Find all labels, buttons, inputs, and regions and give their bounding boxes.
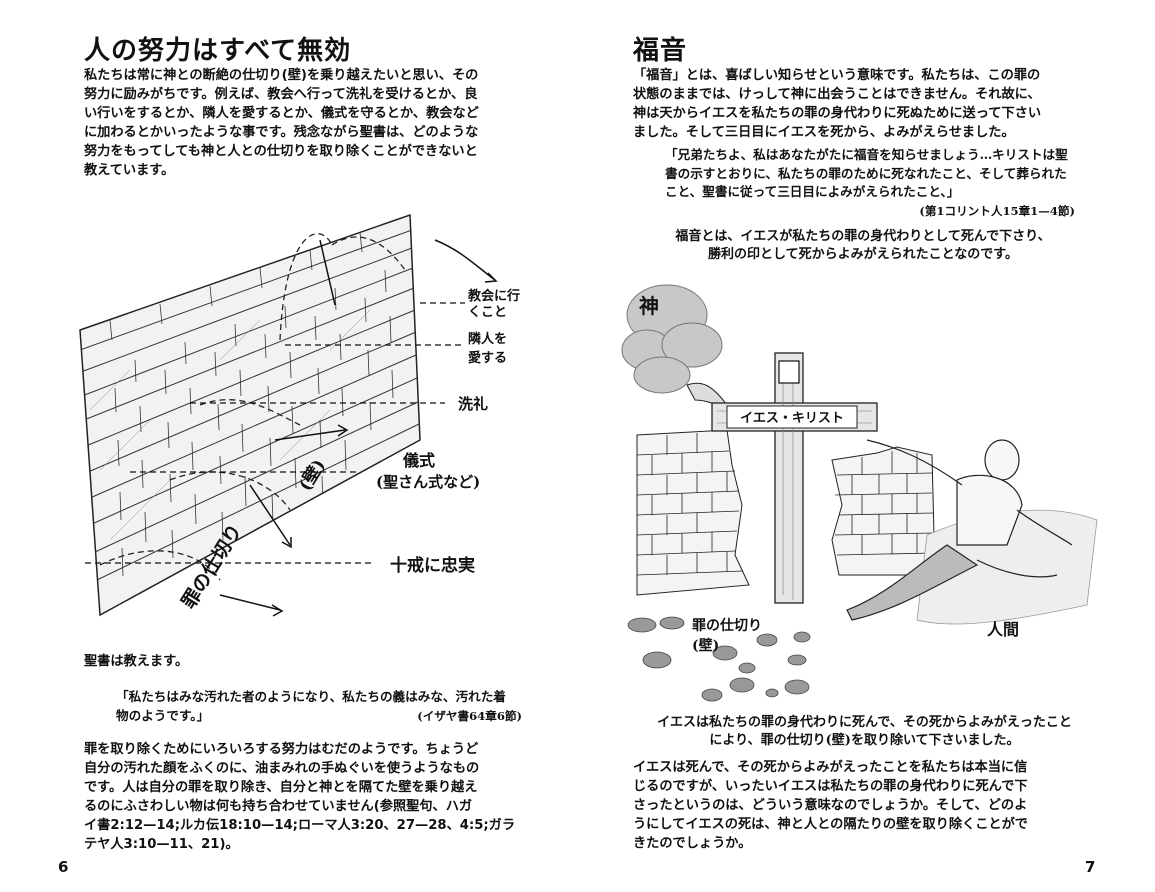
text-line: 教えています。 <box>84 163 175 178</box>
text-line: イ書2:12—14;ルカ伝18:10—14;ローマ人3:20、27—28、4:5… <box>84 818 516 833</box>
gospel-summary: 福音とは、イエスが私たちの罪の身代わりとして死んで下さり、 勝利の印として死から… <box>633 228 1093 264</box>
right-intro-paragraph: 「福音」とは、喜ばしい知らせという意味です。私たちは、この罪の 状態のままでは、… <box>633 66 1041 142</box>
label-church-line2: くこと <box>468 305 507 320</box>
text-line: により、罪の仕切り(壁)を取り除いて下さいました。 <box>709 733 1020 748</box>
text-line: きたのでしょうか。 <box>633 836 752 851</box>
cloud <box>621 284 723 394</box>
rubble-stones <box>627 616 811 702</box>
text-line: じるのですが、いったいイエスは私たちの罪の身代わりに死んで下 <box>633 779 1028 794</box>
left-page: 人の努力はすべて無効 私たちは常に神との断絶の仕切り(壁)を乗り越えたいと思い、… <box>0 0 577 892</box>
text-line: イエスは私たちの罪の身代わりに死んで、その死からよみがえったこと <box>657 715 1072 730</box>
text-line: 神は天からイエスを私たちの罪の身代わりに死ぬために送って下さい <box>633 106 1042 121</box>
label-leaders <box>85 302 465 564</box>
arrows <box>219 239 498 617</box>
text-line: です。人は自分の罪を取り除き、自分と神とを隔てた壁を乗り越え <box>84 780 478 795</box>
quote-last-row: 物のようです。」 (イザヤ書64章6節) <box>116 707 522 726</box>
effort-arcs <box>99 233 406 581</box>
text-line: 状態のままでは、けっして神に出会うことはできません。それ故に、 <box>633 87 1041 102</box>
text-line: 努力に励みがちです。例えば、教会へ行って洗礼を受けるとか、良 <box>84 87 478 102</box>
text-line: うにしてイエスの死は、神と人との隔たりの壁を取り除くことがで <box>633 817 1028 832</box>
text-line: に加わるとかいったような事です。残念ながら聖書は、どのような <box>84 125 479 140</box>
label-baptism: 洗礼 <box>458 395 488 413</box>
wall-label-sin-partition: 罪の仕切り <box>692 617 762 634</box>
page-number-right: 7 <box>1085 858 1096 876</box>
left-broken-wall <box>636 429 750 596</box>
illustration-caption: イエスは私たちの罪の身代わりに死んで、その死からよみがえったこと により、罪の仕… <box>622 714 1107 750</box>
text-line: 努力をもってしても神と人との仕切りを取り除くことができないと <box>84 144 478 159</box>
text-line: テヤ人3:10—11、21)。 <box>84 837 239 852</box>
text-line: 「福音」とは、喜ばしい知らせという意味です。私たちは、この罪の <box>633 68 1041 83</box>
text-line: 福音とは、イエスが私たちの罪の身代わりとして死んで下さり、 <box>675 229 1051 244</box>
wall-label-wall: (壁) <box>692 637 719 654</box>
text-line: ました。そして三日目にイエスを死から、よみがえらせました。 <box>633 125 1015 140</box>
label-commandments: 十戒に忠実 <box>390 555 475 576</box>
label-love-line2: 愛する <box>468 350 507 366</box>
label-ritual-line1: 儀式 <box>402 451 435 470</box>
text-line: さったというのは、どういう意味なのでしょうか。そして、どのよ <box>633 798 1028 813</box>
text-line: 罪を取り除くためにいろいろする努力はむだのようです。ちょうど <box>84 742 479 757</box>
man-figure <box>846 439 1073 621</box>
label-love-line1: 隣人を <box>468 331 507 347</box>
wall-shape <box>79 213 421 617</box>
cross-title-board <box>778 360 800 384</box>
god-label: 神 <box>639 294 659 318</box>
right-page-title: 福音 <box>633 36 688 66</box>
cross-sign-label: イエス・キリスト <box>740 411 844 426</box>
text-line: るのにふさわしい物は何も持ち合わせていません(参照聖句、ハガ <box>84 799 473 814</box>
quote-line: 物のようです。」 <box>116 707 210 723</box>
wall-illustration: 教会に行 くこと 隣人を 愛する 洗礼 儀式 (聖さん式など) 十戒に忠実 罪の… <box>79 213 520 617</box>
quote-line: 書の示すとおりに、私たちの罪のために死なれたこと、そして葬られた <box>665 165 1067 181</box>
brick-lines <box>80 229 420 581</box>
left-intro-paragraph: 私たちは常に神との断絶の仕切り(壁)を乗り越えたいと思い、その 努力に励みがちで… <box>84 66 479 180</box>
right-broken-wall <box>831 446 936 576</box>
cross-sign-plate <box>726 405 858 429</box>
corinthians-quote: 「兄弟たちよ、私はあなたがたに福音を知らせましょう…キリストは聖 書の示すとおり… <box>665 146 1075 220</box>
label-ritual-line2: (聖さん式など) <box>376 473 480 491</box>
quote-reference: (第1コリント人15章1—4節) <box>919 203 1075 218</box>
text-line: イエスは死んで、その死からよみがえったことを私たちは本当に信 <box>633 760 1028 775</box>
right-closing-paragraph: イエスは死んで、その死からよみがえったことを私たちは本当に信 じるのですが、いっ… <box>633 758 1028 853</box>
text-line: 自分の汚れた顔をふくのに、油まみれの手ぬぐいを使うようなもの <box>84 761 480 776</box>
text-line: い行いをするとか、隣人を愛するとか、儀式を守るとか、教会など <box>84 106 479 121</box>
bible-teaches-line: 聖書は教えます。 <box>84 654 189 669</box>
left-conclusion-paragraph: 罪を取り除くためにいろいろする努力はむだのようです。ちょうど 自分の汚れた顔をふ… <box>84 740 515 854</box>
page-number-left: 6 <box>58 858 69 876</box>
isaiah-quote: 「私たちはみな汚れた者のようになり、私たちの義はみな、汚れた着 物のようです。」… <box>116 688 522 725</box>
cross-illustration: 神 <box>621 284 1098 702</box>
quote-line: 「兄弟たちよ、私はあなたがたに福音を知らせましょう…キリストは聖 <box>665 147 1068 162</box>
text-line: 私たちは常に神との断絶の仕切り(壁)を乗り越えたいと思い、その <box>84 68 479 83</box>
text-line: 勝利の印として死からよみがえられたことなのです。 <box>708 247 1018 262</box>
quote-reference: (イザヤ書64章6節) <box>417 708 522 723</box>
quote-line: こと、聖書に従って三日目によみがえられたこと、」 <box>665 184 960 199</box>
man-label: 人間 <box>987 620 1019 639</box>
quote-line: 「私たちはみな汚れた者のようになり、私たちの義はみな、汚れた着 <box>116 689 506 704</box>
left-page-title: 人の努力はすべて無効 <box>84 36 352 66</box>
label-church-line1: 教会に行 <box>467 288 520 304</box>
right-page: 福音 「福音」とは、喜ばしい知らせという意味です。私たちは、この罪の 状態のまま… <box>577 0 1155 892</box>
